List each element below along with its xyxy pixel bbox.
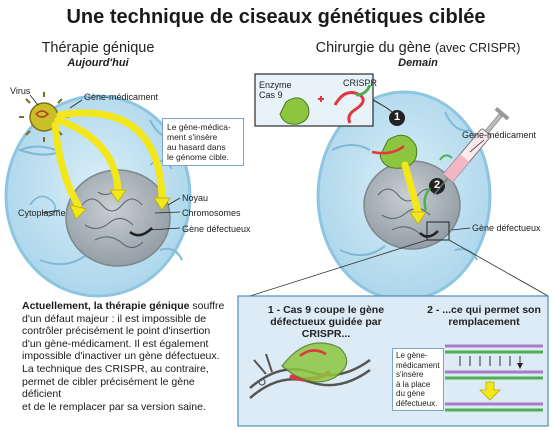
zoom-note: Le gène- médicament s'insère à la place … <box>392 348 444 411</box>
panel-2-title: 2 - ...ce qui permet son remplacement <box>427 304 541 328</box>
crispr-label: CRISPR <box>343 78 378 88</box>
enzyme-label: Enzyme Cas 9 <box>259 80 292 100</box>
cut-dna-illustration <box>249 342 371 399</box>
right-heading: Chirurgie du gène (avec CRISPR) <box>315 40 521 56</box>
left-subheading: Aujourd'hui <box>67 57 129 69</box>
left-note: Le gène-médica- ment s'insère au hasard … <box>162 118 244 166</box>
virus-label: Virus <box>10 86 31 96</box>
gene-defect-label-left: Gène défectueux <box>182 224 251 234</box>
virus-icon <box>19 92 69 142</box>
gene-med-label-left: Gène-médicament <box>84 92 159 102</box>
panel-1-title: 1 - Cas 9 coupe le gène défectueux guidé… <box>267 304 385 340</box>
enzyme-box <box>254 73 374 127</box>
left-heading: Thérapie génique <box>41 40 155 56</box>
syringe-icon <box>433 106 510 196</box>
right-subheading: Demain <box>398 57 438 69</box>
step-2-badge: 2 <box>433 179 441 191</box>
gene-defect-label-right: Gène défectueux <box>472 223 541 233</box>
page-title: Une technique de ciseaux génétiques cibl… <box>66 6 486 28</box>
replace-dna-illustration <box>445 344 543 412</box>
chromosomes-label: Chromosomes <box>182 208 241 218</box>
step-1-badge: 1 <box>393 111 401 123</box>
explanation-paragraph: Actuellement, la thérapie génique souffr… <box>22 300 225 413</box>
cytoplasm-label: Cytoplasme <box>18 208 66 218</box>
nucleus-label: Noyau <box>182 193 209 203</box>
gene-med-label-right: Gène-médicament <box>462 130 537 140</box>
left-arrows <box>51 109 166 209</box>
